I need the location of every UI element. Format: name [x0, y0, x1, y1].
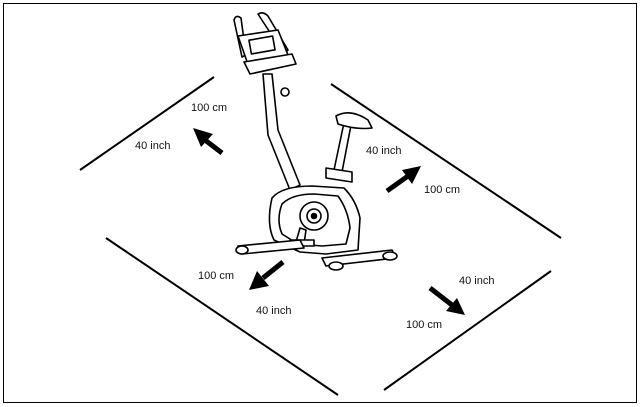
boundary-back-left — [79, 76, 215, 171]
label-back-inch: 40 inch — [135, 140, 171, 152]
boundary-lines — [79, 76, 562, 396]
label-front-right-inch: 40 inch — [459, 275, 495, 287]
arrow-front-left-icon — [249, 260, 285, 290]
arrow-back-left-icon — [193, 128, 224, 155]
exercise-bike-drawing — [233, 12, 398, 271]
label-back-cm: 100 cm — [191, 102, 228, 114]
arrow-back-right-icon — [385, 166, 421, 194]
arrow-front-right-icon — [428, 286, 465, 315]
boundary-front-right — [383, 270, 552, 391]
boundary-front-left — [105, 237, 339, 396]
label-front-right-cm: 100 cm — [406, 319, 443, 331]
label-front-left-inch: 40 inch — [256, 305, 292, 317]
label-right-inch: 40 inch — [366, 145, 402, 157]
label-front-left-cm: 100 cm — [198, 270, 235, 282]
boundary-back-right — [330, 83, 562, 239]
label-right-cm: 100 cm — [424, 184, 461, 196]
direction-arrows — [193, 128, 465, 315]
